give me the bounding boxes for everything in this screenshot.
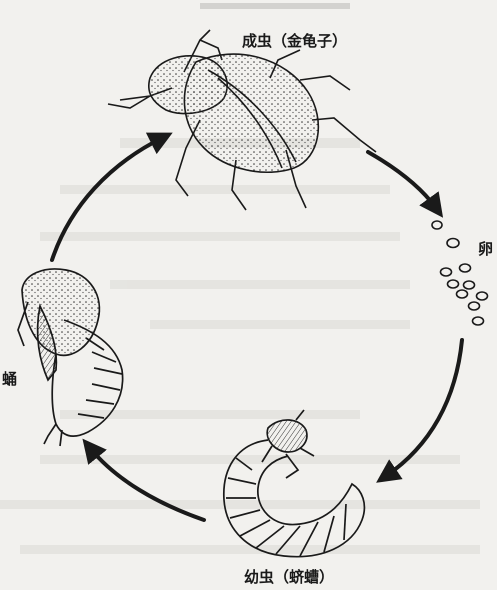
egg-cluster-illustration [432, 221, 488, 325]
arrow-pupa-to-adult [52, 138, 162, 260]
label-pupa: 蛹 [2, 368, 17, 389]
label-egg: 卵 [478, 238, 493, 259]
adult-beetle-illustration [108, 30, 376, 210]
pupa-illustration [18, 269, 123, 446]
larva-illustration [224, 410, 365, 557]
label-adult: 成虫（金龟子） [242, 30, 347, 51]
label-larva: 幼虫（蛴螬） [244, 566, 334, 587]
arrow-adult-to-egg [368, 152, 436, 208]
